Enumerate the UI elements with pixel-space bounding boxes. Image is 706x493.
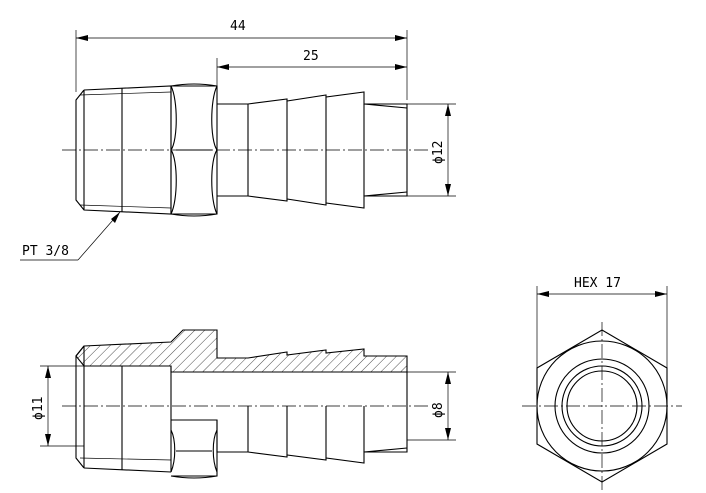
dim-bore-diameter: ϕ8 (407, 371, 456, 441)
dim-thread-diameter: ϕ11 (31, 365, 84, 447)
dim-barb-diameter: ϕ12 (407, 103, 456, 197)
dim-barb-length: 25 (216, 49, 407, 92)
section-barb (171, 371, 408, 464)
dim-44-label: 44 (230, 19, 246, 34)
dim-phi12-label: ϕ12 (431, 141, 446, 164)
barb-tail (217, 91, 408, 209)
hex-size-label: HEX 17 (574, 276, 621, 291)
bore-circle (566, 370, 638, 442)
section-view: ϕ11 ϕ8 (31, 329, 456, 479)
hex-chamfer-circle (536, 340, 668, 472)
dim-overall-length: 44 (75, 19, 408, 100)
hex-body (170, 83, 218, 217)
section-threaded-end (75, 345, 172, 473)
thread-callout: PT 3/8 (20, 211, 121, 261)
thread-spec-label: PT 3/8 (22, 244, 69, 259)
dim-phi8-label: ϕ8 (431, 402, 446, 418)
top-view: 44 25 ϕ12 PT 3/8 (20, 19, 456, 261)
dim-25-label: 25 (303, 49, 319, 64)
section-hex (170, 419, 218, 479)
end-view: HEX 17 (522, 276, 682, 490)
thread-root-circle (561, 365, 643, 447)
dim-phi11-label: ϕ11 (31, 397, 46, 420)
dim-hex-size: HEX 17 (536, 276, 668, 368)
thread-outer-circle (554, 358, 650, 454)
